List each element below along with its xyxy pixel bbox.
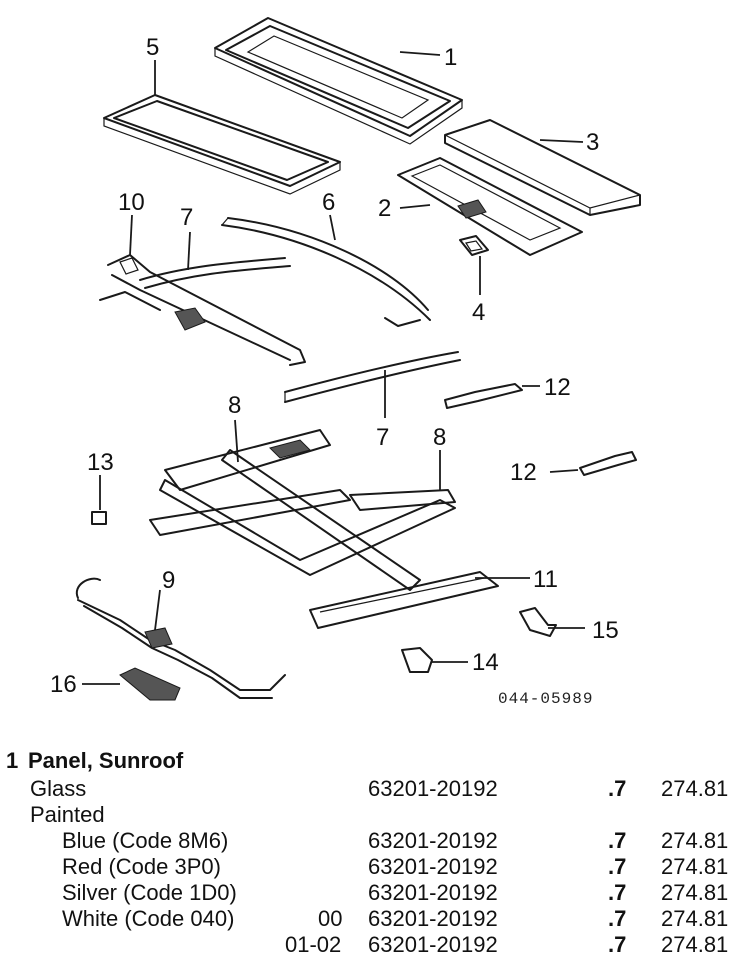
part-row: Blue (Code 8M6) 63201-20192 .7 274.81 bbox=[0, 828, 744, 854]
part-desc: Blue (Code 8M6) bbox=[62, 828, 229, 853]
part-desc: Glass bbox=[30, 776, 87, 801]
part-2-sunshade-frame bbox=[397, 157, 583, 256]
leader-lines bbox=[82, 51, 585, 685]
part-row: Painted bbox=[0, 802, 744, 828]
part-row: Silver (Code 1D0) 63201-20192 .7 274.81 bbox=[0, 880, 744, 906]
part-4-clip bbox=[459, 235, 489, 256]
callout-11: 11 bbox=[533, 566, 558, 593]
part-6-rail bbox=[221, 217, 431, 327]
part-qty: .7 bbox=[608, 932, 627, 957]
part-15-bracket bbox=[519, 607, 557, 637]
callout-13: 13 bbox=[87, 449, 114, 476]
part-8-11-housing-frame bbox=[149, 429, 499, 629]
part-desc: Red (Code 3P0) bbox=[62, 854, 221, 879]
part-row: White (Code 040) 00 63201-20192 .7 274.8… bbox=[0, 906, 744, 932]
exploded-parts-diagram: 1 5 3 2 4 6 7 10 7 8 8 12 12 13 9 11 14 … bbox=[50, 17, 641, 708]
part-9-drive-cable bbox=[75, 577, 286, 699]
part-3-sunshade bbox=[444, 119, 641, 216]
part-year: 01-02 bbox=[285, 932, 342, 957]
callout-8-left: 8 bbox=[228, 392, 241, 419]
part-price: 274.81 bbox=[661, 932, 729, 957]
callout-9: 9 bbox=[162, 567, 175, 594]
part-qty: .7 bbox=[608, 880, 627, 905]
part-desc: Silver (Code 1D0) bbox=[62, 880, 237, 905]
figure-code: 044-05989 bbox=[498, 690, 593, 708]
callout-10: 10 bbox=[118, 189, 145, 216]
callout-12-upper: 12 bbox=[544, 374, 571, 401]
part-price: 274.81 bbox=[661, 828, 729, 853]
part-qty: .7 bbox=[608, 828, 627, 853]
part-number: 63201-20192 bbox=[368, 906, 498, 931]
part-row: Glass 63201-20192 .7 274.81 bbox=[0, 776, 744, 802]
part-13-bracket bbox=[91, 511, 107, 525]
part-12-strut-lower bbox=[579, 451, 637, 476]
part-1-glass-panel bbox=[214, 17, 463, 145]
part-7-10-drive-assembly bbox=[99, 254, 306, 366]
part-number: 63201-20192 bbox=[368, 828, 498, 853]
callout-7-lower: 7 bbox=[376, 424, 389, 451]
part-number: 63201-20192 bbox=[368, 932, 498, 957]
part-14-bracket bbox=[401, 647, 433, 673]
callout-7-upper: 7 bbox=[180, 204, 193, 231]
callout-3: 3 bbox=[586, 129, 599, 156]
part-year: 00 bbox=[318, 906, 343, 931]
callout-2: 2 bbox=[378, 195, 391, 222]
part-qty: .7 bbox=[608, 906, 627, 931]
part-qty: .7 bbox=[608, 854, 627, 879]
part-desc: Painted bbox=[30, 802, 105, 827]
callout-15: 15 bbox=[592, 617, 619, 644]
part-number: 63201-20192 bbox=[368, 880, 498, 905]
callout-6: 6 bbox=[322, 189, 335, 216]
callout-4: 4 bbox=[472, 299, 485, 326]
section-number: 1 bbox=[6, 748, 19, 773]
part-desc: White (Code 040) bbox=[62, 906, 235, 931]
part-12-strut-upper bbox=[444, 383, 523, 409]
part-qty: .7 bbox=[608, 776, 627, 801]
callout-16: 16 bbox=[50, 671, 77, 698]
callout-labels: 1 5 3 2 4 6 7 10 7 8 8 12 12 13 9 11 14 … bbox=[50, 34, 619, 708]
part-7-center-rail bbox=[284, 351, 461, 403]
part-number: 63201-20192 bbox=[368, 854, 498, 879]
part-price: 274.81 bbox=[661, 906, 729, 931]
callout-1: 1 bbox=[444, 44, 457, 71]
callout-8-right: 8 bbox=[433, 424, 446, 451]
section-title: Panel, Sunroof bbox=[28, 748, 184, 773]
part-number: 63201-20192 bbox=[368, 776, 498, 801]
part-price: 274.81 bbox=[661, 880, 729, 905]
callout-12-lower: 12 bbox=[510, 459, 537, 486]
part-5-weatherstrip bbox=[103, 94, 341, 195]
part-price: 274.81 bbox=[661, 776, 729, 801]
section-heading: 1 Panel, Sunroof bbox=[0, 748, 744, 774]
part-16-motor bbox=[119, 667, 181, 701]
callout-5: 5 bbox=[146, 34, 159, 61]
part-price: 274.81 bbox=[661, 854, 729, 879]
callout-14: 14 bbox=[472, 649, 499, 676]
part-row: 01-02 63201-20192 .7 274.81 bbox=[0, 932, 744, 958]
part-row: Red (Code 3P0) 63201-20192 .7 274.81 bbox=[0, 854, 744, 880]
